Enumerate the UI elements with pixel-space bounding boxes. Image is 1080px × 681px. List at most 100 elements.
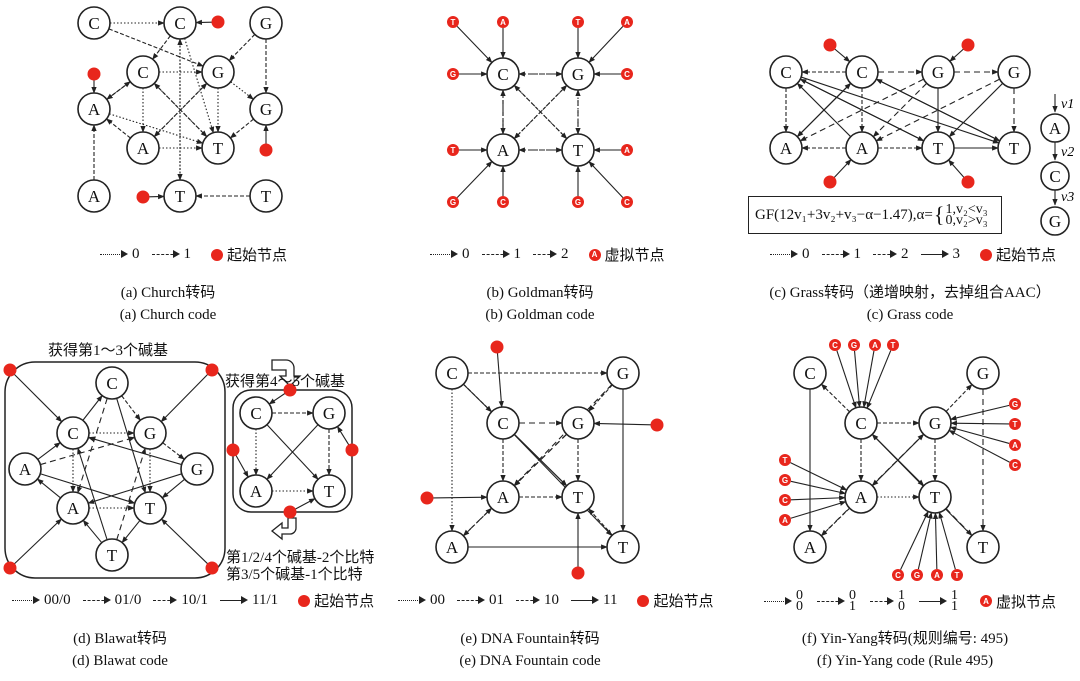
edge-c: [875, 78, 1000, 142]
svg-text:C: C: [500, 198, 506, 207]
edge-d: [82, 519, 103, 544]
svg-text:T: T: [783, 456, 788, 465]
svg-text:A: A: [1012, 441, 1018, 450]
edge-style-arrow-icon: [481, 250, 510, 258]
start-node: [420, 491, 434, 505]
svg-text:T: T: [955, 571, 960, 580]
legend-start-label: 起始节点: [227, 248, 288, 264]
node-C: C: [239, 396, 273, 430]
node-A: A: [845, 131, 879, 165]
node-G: G: [997, 55, 1031, 89]
legend-label: 00/0: [44, 592, 71, 608]
node-label: G: [929, 414, 941, 433]
edge-c: [799, 78, 924, 142]
svg-text:G: G: [1012, 400, 1018, 409]
edge-style-arrow-icon: [870, 596, 894, 605]
chain-label: v2: [1061, 145, 1074, 160]
legend-virtual-label: 虚拟节点: [996, 594, 1057, 611]
edge-c: [799, 78, 924, 142]
start-node: [136, 190, 150, 204]
edge-d: [37, 442, 61, 460]
node-T: T: [163, 179, 197, 213]
node-label: C: [446, 364, 457, 383]
virtual-edge: [949, 404, 1010, 421]
node-label: C: [174, 14, 185, 33]
virtual-node: C: [892, 569, 904, 581]
start-node: [571, 566, 585, 580]
chain-node-C: C: [1040, 161, 1070, 191]
start-edge: [496, 352, 504, 408]
node-label: C: [497, 414, 508, 433]
caption-en: (d) Blawat code: [72, 653, 168, 669]
chain-label: v1: [1061, 97, 1074, 112]
legend-label: 0: [802, 246, 810, 262]
legend-start-label: 起始节点: [653, 594, 714, 610]
virtual-edge: [588, 25, 624, 63]
edge-d: [116, 447, 146, 540]
virtual-node: T: [447, 16, 459, 28]
node-T: T: [606, 530, 640, 564]
legend-label: 00: [430, 592, 445, 608]
node-T: T: [997, 131, 1031, 165]
node-label: T: [618, 538, 629, 557]
edge-a: [109, 113, 204, 144]
node-label: G: [144, 424, 156, 443]
caption-en: (f) Yin-Yang code (Rule 495): [816, 653, 994, 669]
svg-text:A: A: [500, 18, 506, 27]
node-T: T: [201, 131, 235, 165]
edge-e: [588, 508, 613, 536]
virtual-node: C: [497, 196, 509, 208]
start-edge: [295, 498, 316, 510]
node-label: C: [1049, 167, 1060, 186]
start-edge: [949, 48, 964, 62]
chain-label: v3: [1061, 190, 1074, 205]
edge-style-arrow-icon: [100, 250, 128, 258]
bit: 1: [898, 588, 905, 603]
virtual-edge: [836, 350, 857, 409]
node-label: A: [804, 538, 817, 557]
node-label: A: [88, 187, 101, 206]
edge-b: [513, 85, 568, 140]
caption-zh: (f) Yin-Yang转码(规则编号: 495): [801, 631, 1009, 647]
edge-d: [87, 473, 182, 504]
edge-style-arrow-icon: [920, 250, 949, 258]
virtual-node: T: [887, 339, 899, 351]
node-label: G: [260, 100, 272, 119]
virtual-node: A: [931, 569, 943, 581]
formula-case2: 0,v₂>v₃: [945, 213, 988, 228]
start-node-icon: [980, 248, 992, 261]
virtual-edge: [790, 495, 846, 501]
start-node: [823, 175, 837, 189]
edge-e: [462, 433, 567, 537]
start-edge: [336, 426, 350, 446]
node-C: C: [56, 416, 90, 450]
edge-f: [871, 433, 973, 536]
edge-a: [106, 81, 131, 100]
legend-label: 11: [603, 592, 618, 608]
start-node: [87, 67, 101, 81]
start-node: [490, 340, 504, 354]
bit: 0: [898, 599, 905, 614]
virtual-node-icon: A: [980, 595, 992, 607]
node-G: G: [201, 55, 235, 89]
virtual-node: T: [779, 454, 791, 466]
edge-a: [108, 28, 204, 67]
legend-virtual-label: 虚拟节点: [604, 248, 665, 264]
node-label: A: [250, 482, 263, 501]
virtual-node: G: [1009, 398, 1021, 410]
node-label: C: [497, 65, 508, 84]
node-A: A: [486, 480, 520, 514]
virtual-node: C: [621, 68, 633, 80]
node-G: G: [561, 406, 595, 440]
start-node: [3, 363, 17, 377]
svg-text:T: T: [576, 18, 581, 27]
node-G: G: [606, 356, 640, 390]
virtual-node: G: [572, 196, 584, 208]
virtual-node: G: [911, 569, 923, 581]
node-A: A: [77, 92, 111, 126]
edge-style-arrow-icon: [817, 596, 845, 605]
start-node-icon: [298, 594, 311, 607]
node-label: A: [19, 460, 32, 479]
